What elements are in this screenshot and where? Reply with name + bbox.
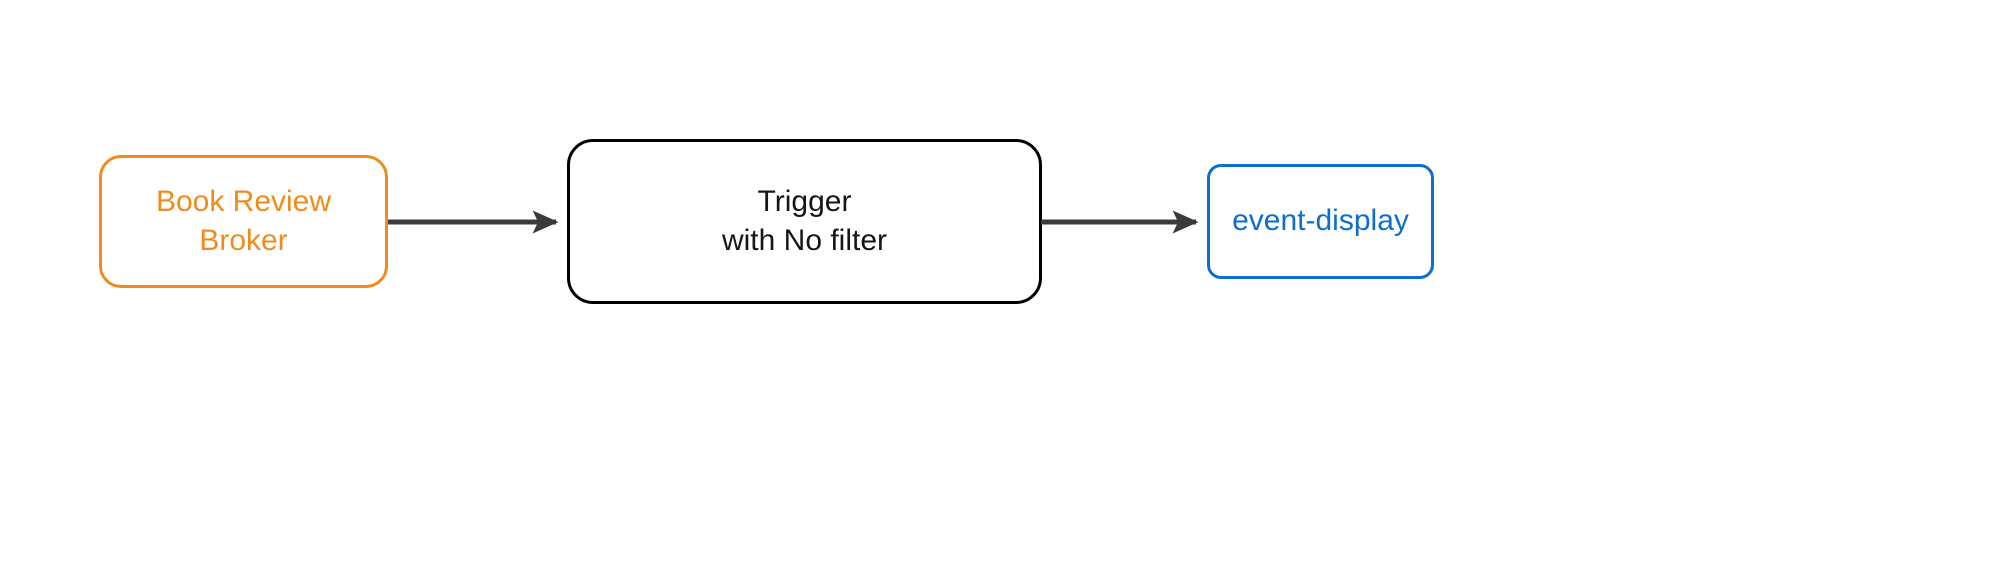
node-trigger-label-line-2: with No filter — [721, 223, 888, 257]
node-trigger-label-line-1: Trigger — [757, 185, 852, 219]
edge-trigger-to-sink — [1041, 210, 1199, 234]
edge-broker-to-trigger — [388, 210, 559, 234]
node-trigger[interactable]: Trigger with No filter — [567, 139, 1042, 304]
node-event-display[interactable]: event-display — [1207, 164, 1434, 279]
node-sink-label: event-display — [1232, 204, 1409, 238]
node-broker-label-line-1: Book Review — [155, 185, 332, 219]
node-broker-label-line-2: Broker — [199, 223, 288, 257]
node-book-review-broker[interactable]: Book Review Broker — [99, 155, 388, 288]
